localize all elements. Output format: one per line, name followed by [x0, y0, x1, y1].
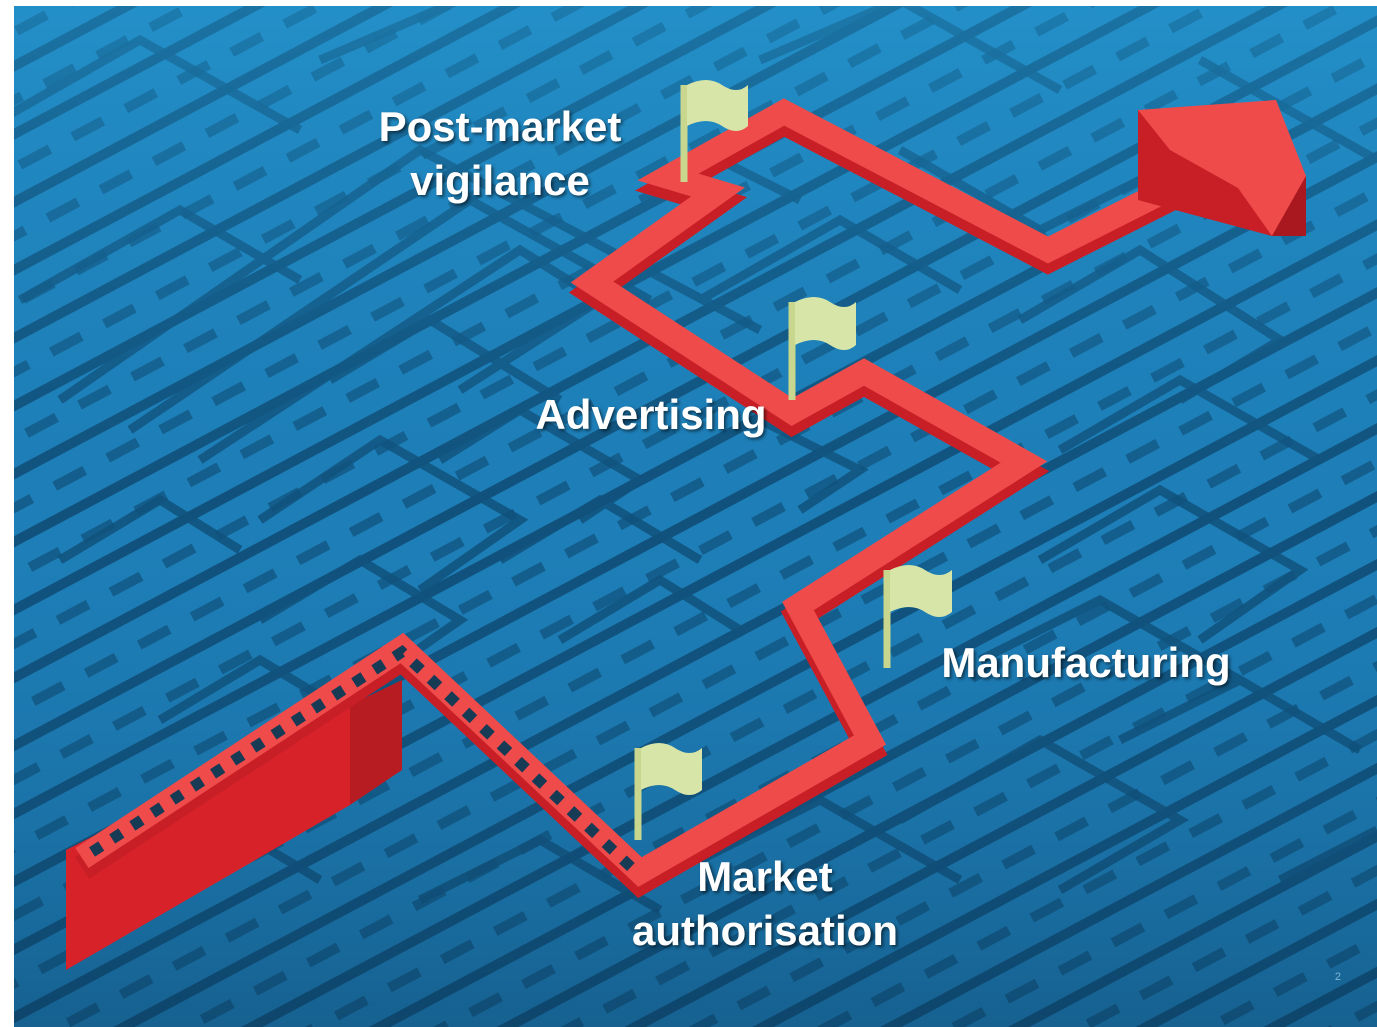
flag-market-authorisation [634, 743, 702, 840]
maze-scene [14, 6, 1377, 1027]
flag-icon [687, 80, 748, 131]
stage-label-post-market-vigilance: Post-market vigilance [378, 103, 622, 204]
flag-icon [795, 297, 856, 350]
stage-label-market-authorisation: Market authorisation [631, 853, 898, 954]
route-path-dashes [89, 645, 636, 873]
route-path [66, 98, 1306, 970]
slide-number: 2 [1334, 971, 1341, 983]
stage-label-advertising: Advertising [535, 391, 767, 438]
flag-post-market-vigilance [680, 80, 748, 182]
route-path-front-wall [66, 705, 350, 970]
route-arrow-head [1138, 100, 1306, 236]
slide [14, 6, 1377, 1027]
route-arrow-head-edge [1272, 176, 1306, 236]
flag-advertising [788, 297, 856, 400]
route-path-step-wall [350, 680, 402, 805]
stage-label-manufacturing: Manufacturing [941, 639, 1231, 686]
flag-icon [890, 565, 952, 617]
route-path-top [75, 98, 1256, 887]
flag-icon [641, 743, 702, 795]
flag-manufacturing [883, 565, 952, 668]
